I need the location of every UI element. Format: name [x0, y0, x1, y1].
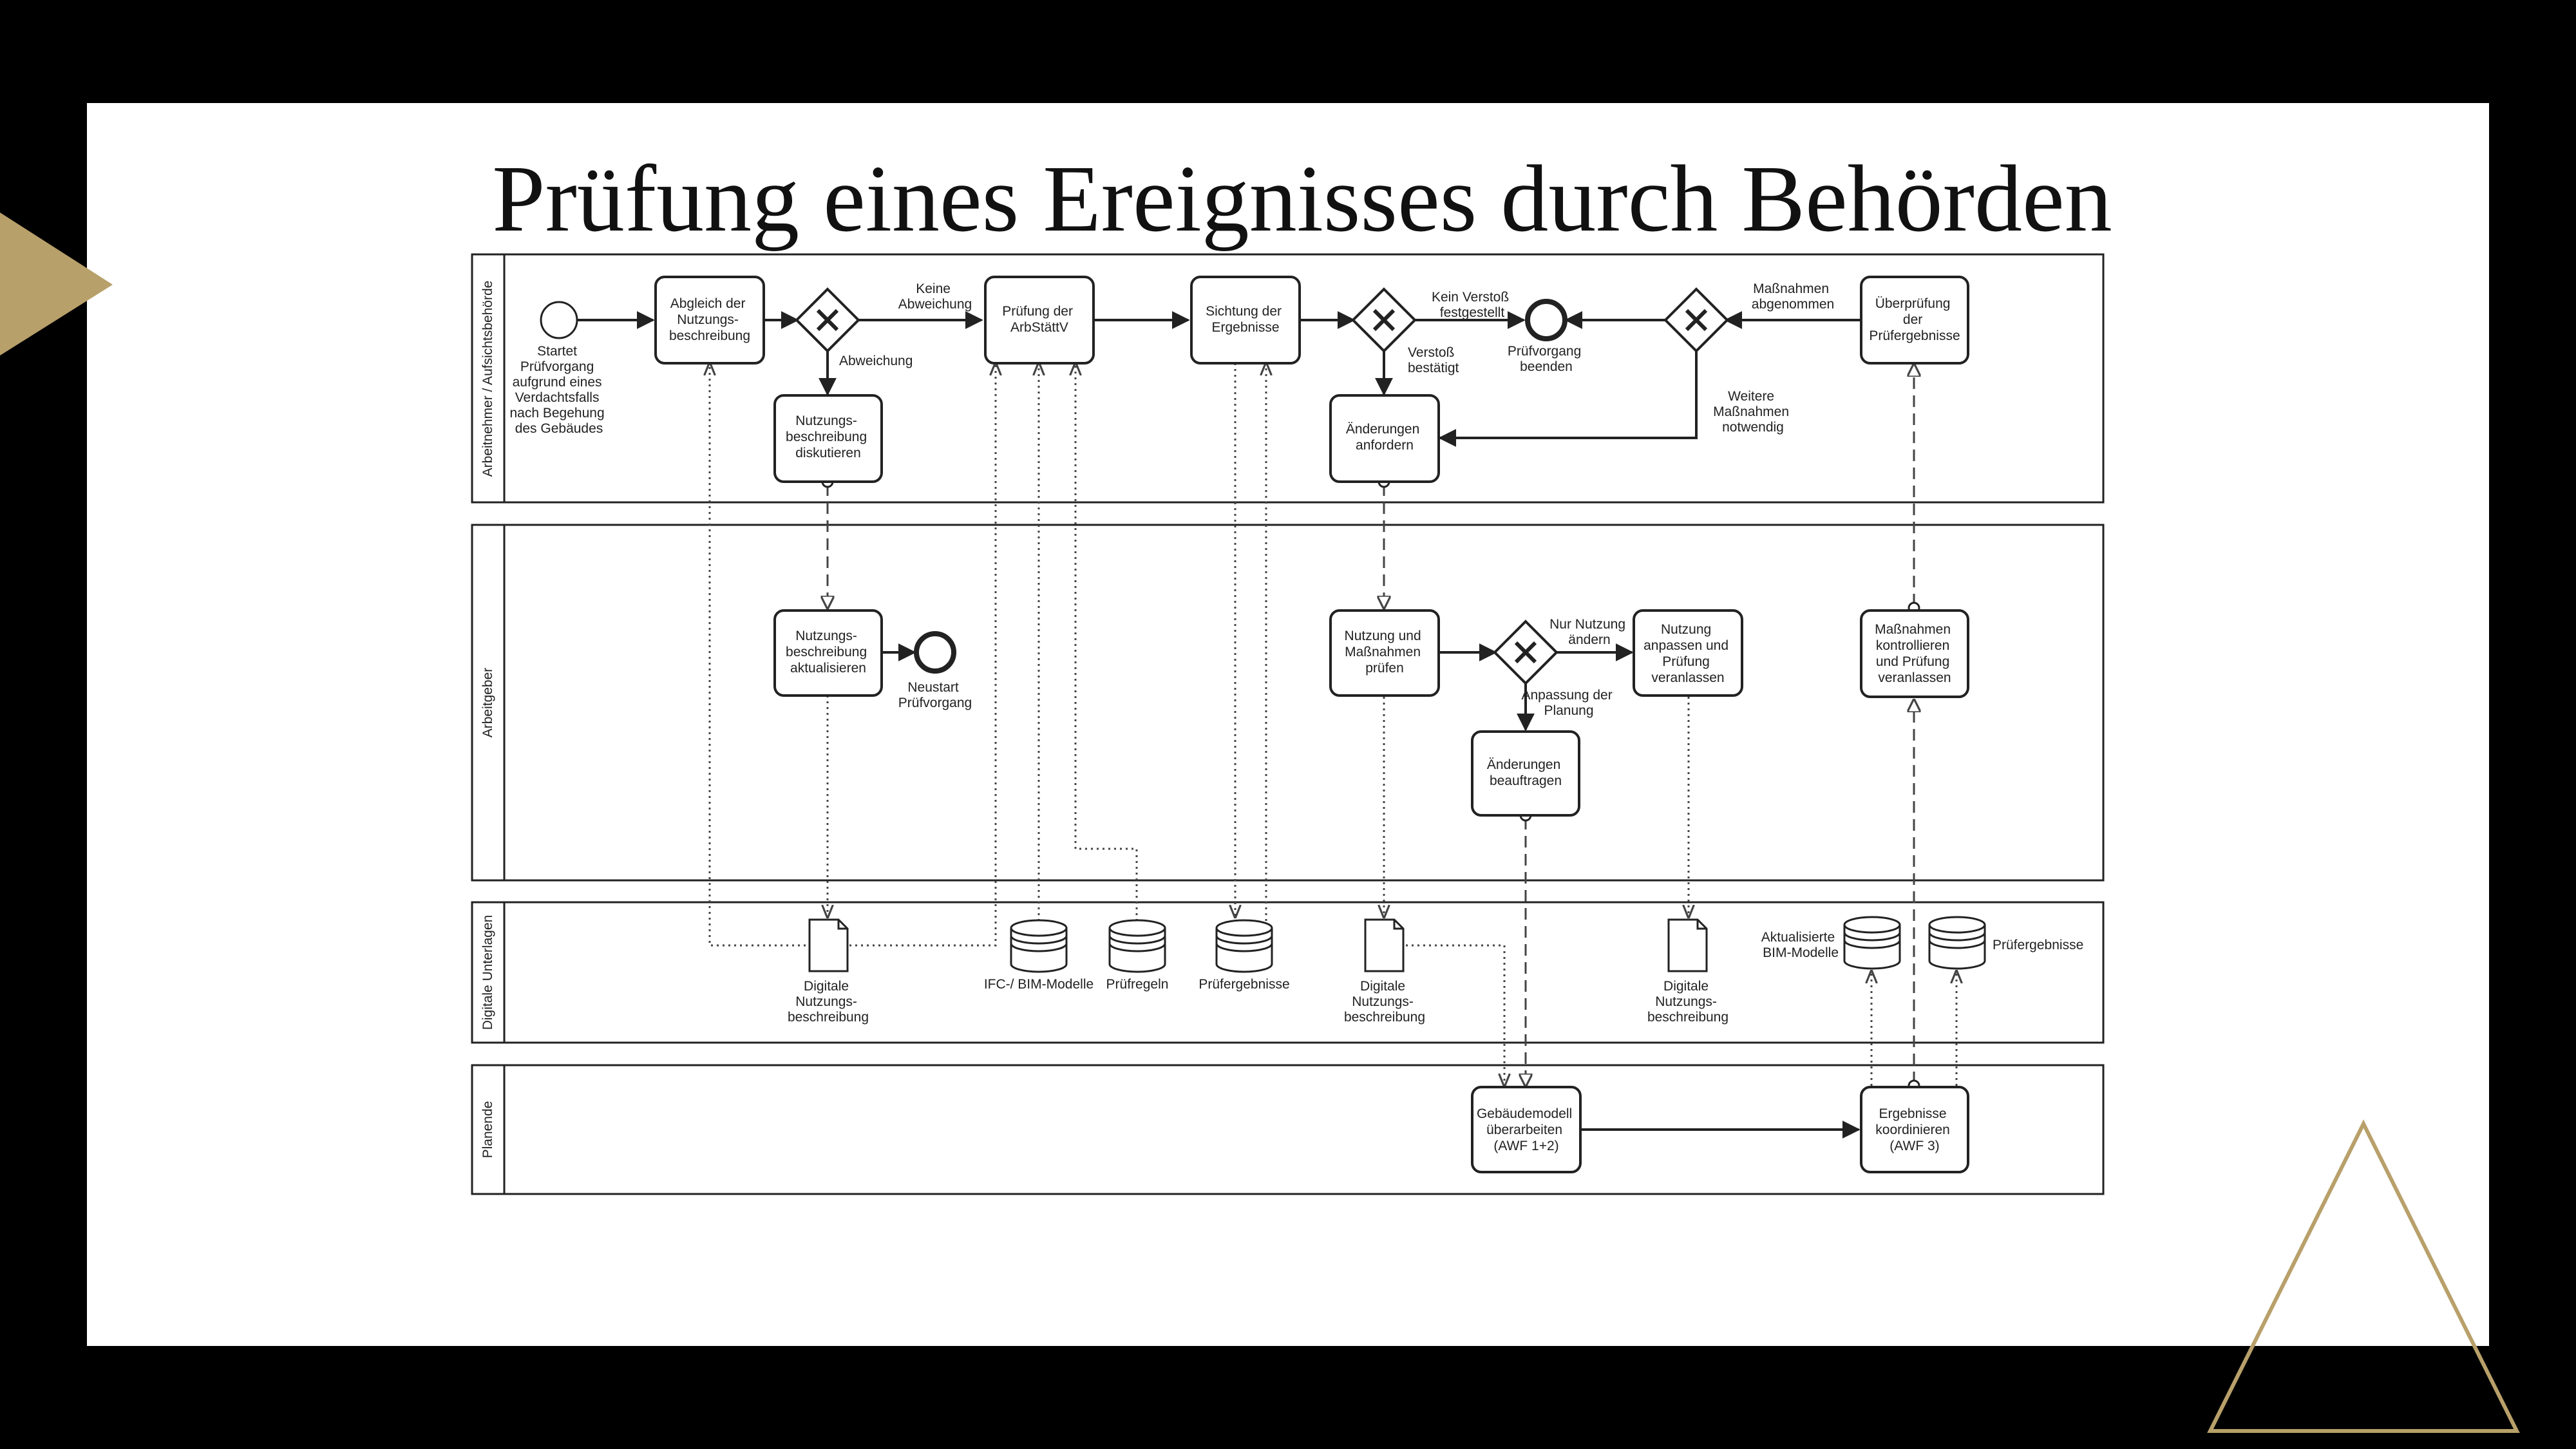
svg-text:Nutzung anpassen und: Nutzung anpassen und Prüfung veranlassen: [1643, 622, 1732, 685]
svg-text:Prüfvorgang beenden: Prüfvorgang beenden: [1508, 344, 1585, 374]
database-icon: Prüfergebnisse: [1198, 919, 1290, 992]
gateway-verstoss: [1351, 287, 1417, 353]
svg-text:IFC-/ BIM-Modelle: IFC-/ BIM-Modelle: [984, 977, 1094, 992]
start-event: Startet Prüfvorgang aufgrund eines Verda…: [510, 301, 609, 436]
lane-label: Arbeitgeber: [480, 668, 495, 738]
svg-text:Nutzungs- beschreibung: Nutzungs- beschreibung diskutieren: [786, 413, 871, 460]
svg-text:Digitale Nutzungs-: Digitale Nutzungs- beschreibung: [1344, 979, 1425, 1025]
edge-label: Maßnahmen abgenommen: [1752, 281, 1834, 312]
edge-label: Kein Verstoß festgestellt: [1432, 290, 1513, 320]
svg-text:Überprüfung der Pr: Überprüfung der Prüfergebnisse: [1869, 296, 1960, 343]
lane-digitale-unterlagen: Digitale Unterlagen: [471, 901, 2105, 1044]
task-nutzung-massnahmen-pruefen[interactable]: Nutzung und Maßnahmen prüfen: [1329, 609, 1440, 697]
end-event-neustart: Neustart Prüfvorgang: [898, 631, 972, 710]
x-icon: [1685, 308, 1708, 332]
edge-label: Keine Abweichung: [898, 281, 972, 312]
gold-outline-triangle-icon: [2207, 1119, 2520, 1433]
task-ergebnisse-koordinieren[interactable]: Ergebnisse koordinieren (AWF 3): [1860, 1086, 1969, 1173]
task-abgleich-nutzungsbeschreibung[interactable]: Abgleich der Nutzungs- beschreibung: [654, 276, 765, 365]
task-aenderungen-beauftragen[interactable]: Änderungen beauftragen: [1471, 730, 1580, 817]
x-icon: [816, 308, 839, 332]
svg-text:Sichtung der Ergebnisse: Sichtung der Ergebnisse: [1206, 304, 1285, 335]
svg-text:Neustart Prüfvorgang: Neustart Prüfvorgang: [898, 680, 972, 710]
sequence-flow: [1438, 351, 1698, 447]
lane-label: Digitale Unterlagen: [480, 915, 495, 1030]
svg-text:Aktualisierte BIM-Modell: Aktualisierte BIM-Modelle: [1761, 930, 1839, 960]
lane-arbeitgeber: Arbeitgeber: [471, 524, 2105, 882]
database-icon: Prüfergebnisse: [1928, 916, 2083, 970]
task-pruefung-arbstaettv[interactable]: Prüfung der ArbStättV: [984, 276, 1095, 365]
database-icon: IFC-/ BIM-Modelle: [984, 919, 1094, 992]
x-icon: [1514, 641, 1537, 664]
gold-triangle-icon: [0, 213, 113, 355]
svg-text:Nutzung und Maßnahmen: Nutzung und Maßnahmen prüfen: [1345, 629, 1425, 676]
svg-text:Digitale Nutzungs-: Digitale Nutzungs- beschreibung: [788, 979, 869, 1025]
svg-text:Änderungen beauftragen: Änderungen beauftragen: [1487, 757, 1564, 788]
database-icon: Aktualisierte BIM-Modelle: [1761, 916, 1901, 970]
lane-planende: Planende: [471, 1064, 2105, 1195]
svg-text:Änderungen anfordern: Änderungen anfordern: [1346, 422, 1423, 453]
task-nutzung-anpassen[interactable]: Nutzung anpassen und Prüfung veranlassen: [1633, 609, 1743, 697]
svg-text:Prüfregeln: Prüfregeln: [1106, 977, 1169, 992]
task-nutzungsbeschreibung-aktualisieren[interactable]: Nutzungs- beschreibung aktualisieren: [773, 609, 883, 697]
gateway-anpassung: [1493, 620, 1558, 685]
gateway-abweichung: [795, 287, 860, 353]
page-title: Prüfung eines Ereignisses durch Behörden: [492, 146, 2112, 252]
svg-text:Prüfergebnisse: Prüfergebnisse: [1993, 938, 2083, 952]
svg-text:Ergebnisse koordinieren: Ergebnisse koordinieren (AWF 3): [1875, 1106, 1953, 1153]
edge-label: Anpassung der Planung: [1521, 688, 1616, 718]
data-association: [1075, 363, 1138, 921]
task-aenderungen-anfordern[interactable]: Änderungen anfordern: [1329, 394, 1440, 483]
svg-text:Abgleich der Nutzungs-: Abgleich der Nutzungs- beschreibung: [669, 296, 750, 343]
document-icon: Digitale Nutzungs- beschreibung: [1647, 918, 1728, 1025]
lane-label: Planende: [480, 1101, 495, 1159]
document-icon: Digitale Nutzungs- beschreibung: [1344, 918, 1425, 1025]
task-massnahmen-kontrollieren[interactable]: Maßnahmen kontrollieren und Prüfung vera…: [1860, 609, 1969, 698]
edge-label: Weitere Maßnahmen notwendig: [1713, 389, 1793, 435]
edge-label: Verstoß bestätigt: [1408, 345, 1459, 375]
x-icon: [1372, 308, 1396, 332]
document-icon: Digitale Nutzungs- beschreibung: [788, 918, 869, 1025]
svg-text:Startet Prüfvorgang: Startet Prüfvorgang aufgrund eines Verda…: [510, 344, 609, 436]
svg-text:Maßnahmen kontrollieren: Maßnahmen kontrollieren und Prüfung vera…: [1875, 622, 1955, 685]
svg-text:Gebäudemodell überarbeit: Gebäudemodell überarbeiten (AWF 1+2): [1477, 1106, 1576, 1153]
task-ueberpruefung-pruefergebnisse[interactable]: Überprüfung der Prüfergebnisse: [1860, 276, 1969, 365]
database-icon: Prüfregeln: [1106, 919, 1169, 992]
data-association: [1406, 944, 1504, 1086]
data-association: [849, 363, 996, 947]
end-event-pruefvorgang: Prüfvorgang beenden: [1508, 299, 1585, 374]
lane-label: Arbeitnehmer / Aufsichtsbehörde: [480, 281, 495, 477]
svg-text:Prüfung der ArbStättV: Prüfung der ArbStättV: [1002, 304, 1077, 335]
connectors: [578, 311, 1956, 1139]
svg-text:Nutzungs- beschreibung: Nutzungs- beschreibung aktualisieren: [786, 629, 871, 676]
svg-text:Prüfergebnisse: Prüfergebnisse: [1198, 977, 1289, 992]
edge-label: Abweichung: [839, 354, 913, 368]
task-sichtung-ergebnisse[interactable]: Sichtung der Ergebnisse: [1190, 276, 1301, 365]
task-gebaeudemodell-ueberarbeiten[interactable]: Gebäudemodell überarbeiten (AWF 1+2): [1471, 1086, 1582, 1173]
svg-text:Digitale Nutzungs-: Digitale Nutzungs- beschreibung: [1647, 979, 1728, 1025]
edge-label: Nur Nutzung ändern: [1549, 617, 1629, 647]
gateway-massnahmen: [1663, 287, 1729, 353]
task-nutzungsbeschreibung-diskutieren[interactable]: Nutzungs- beschreibung diskutieren: [773, 394, 883, 483]
